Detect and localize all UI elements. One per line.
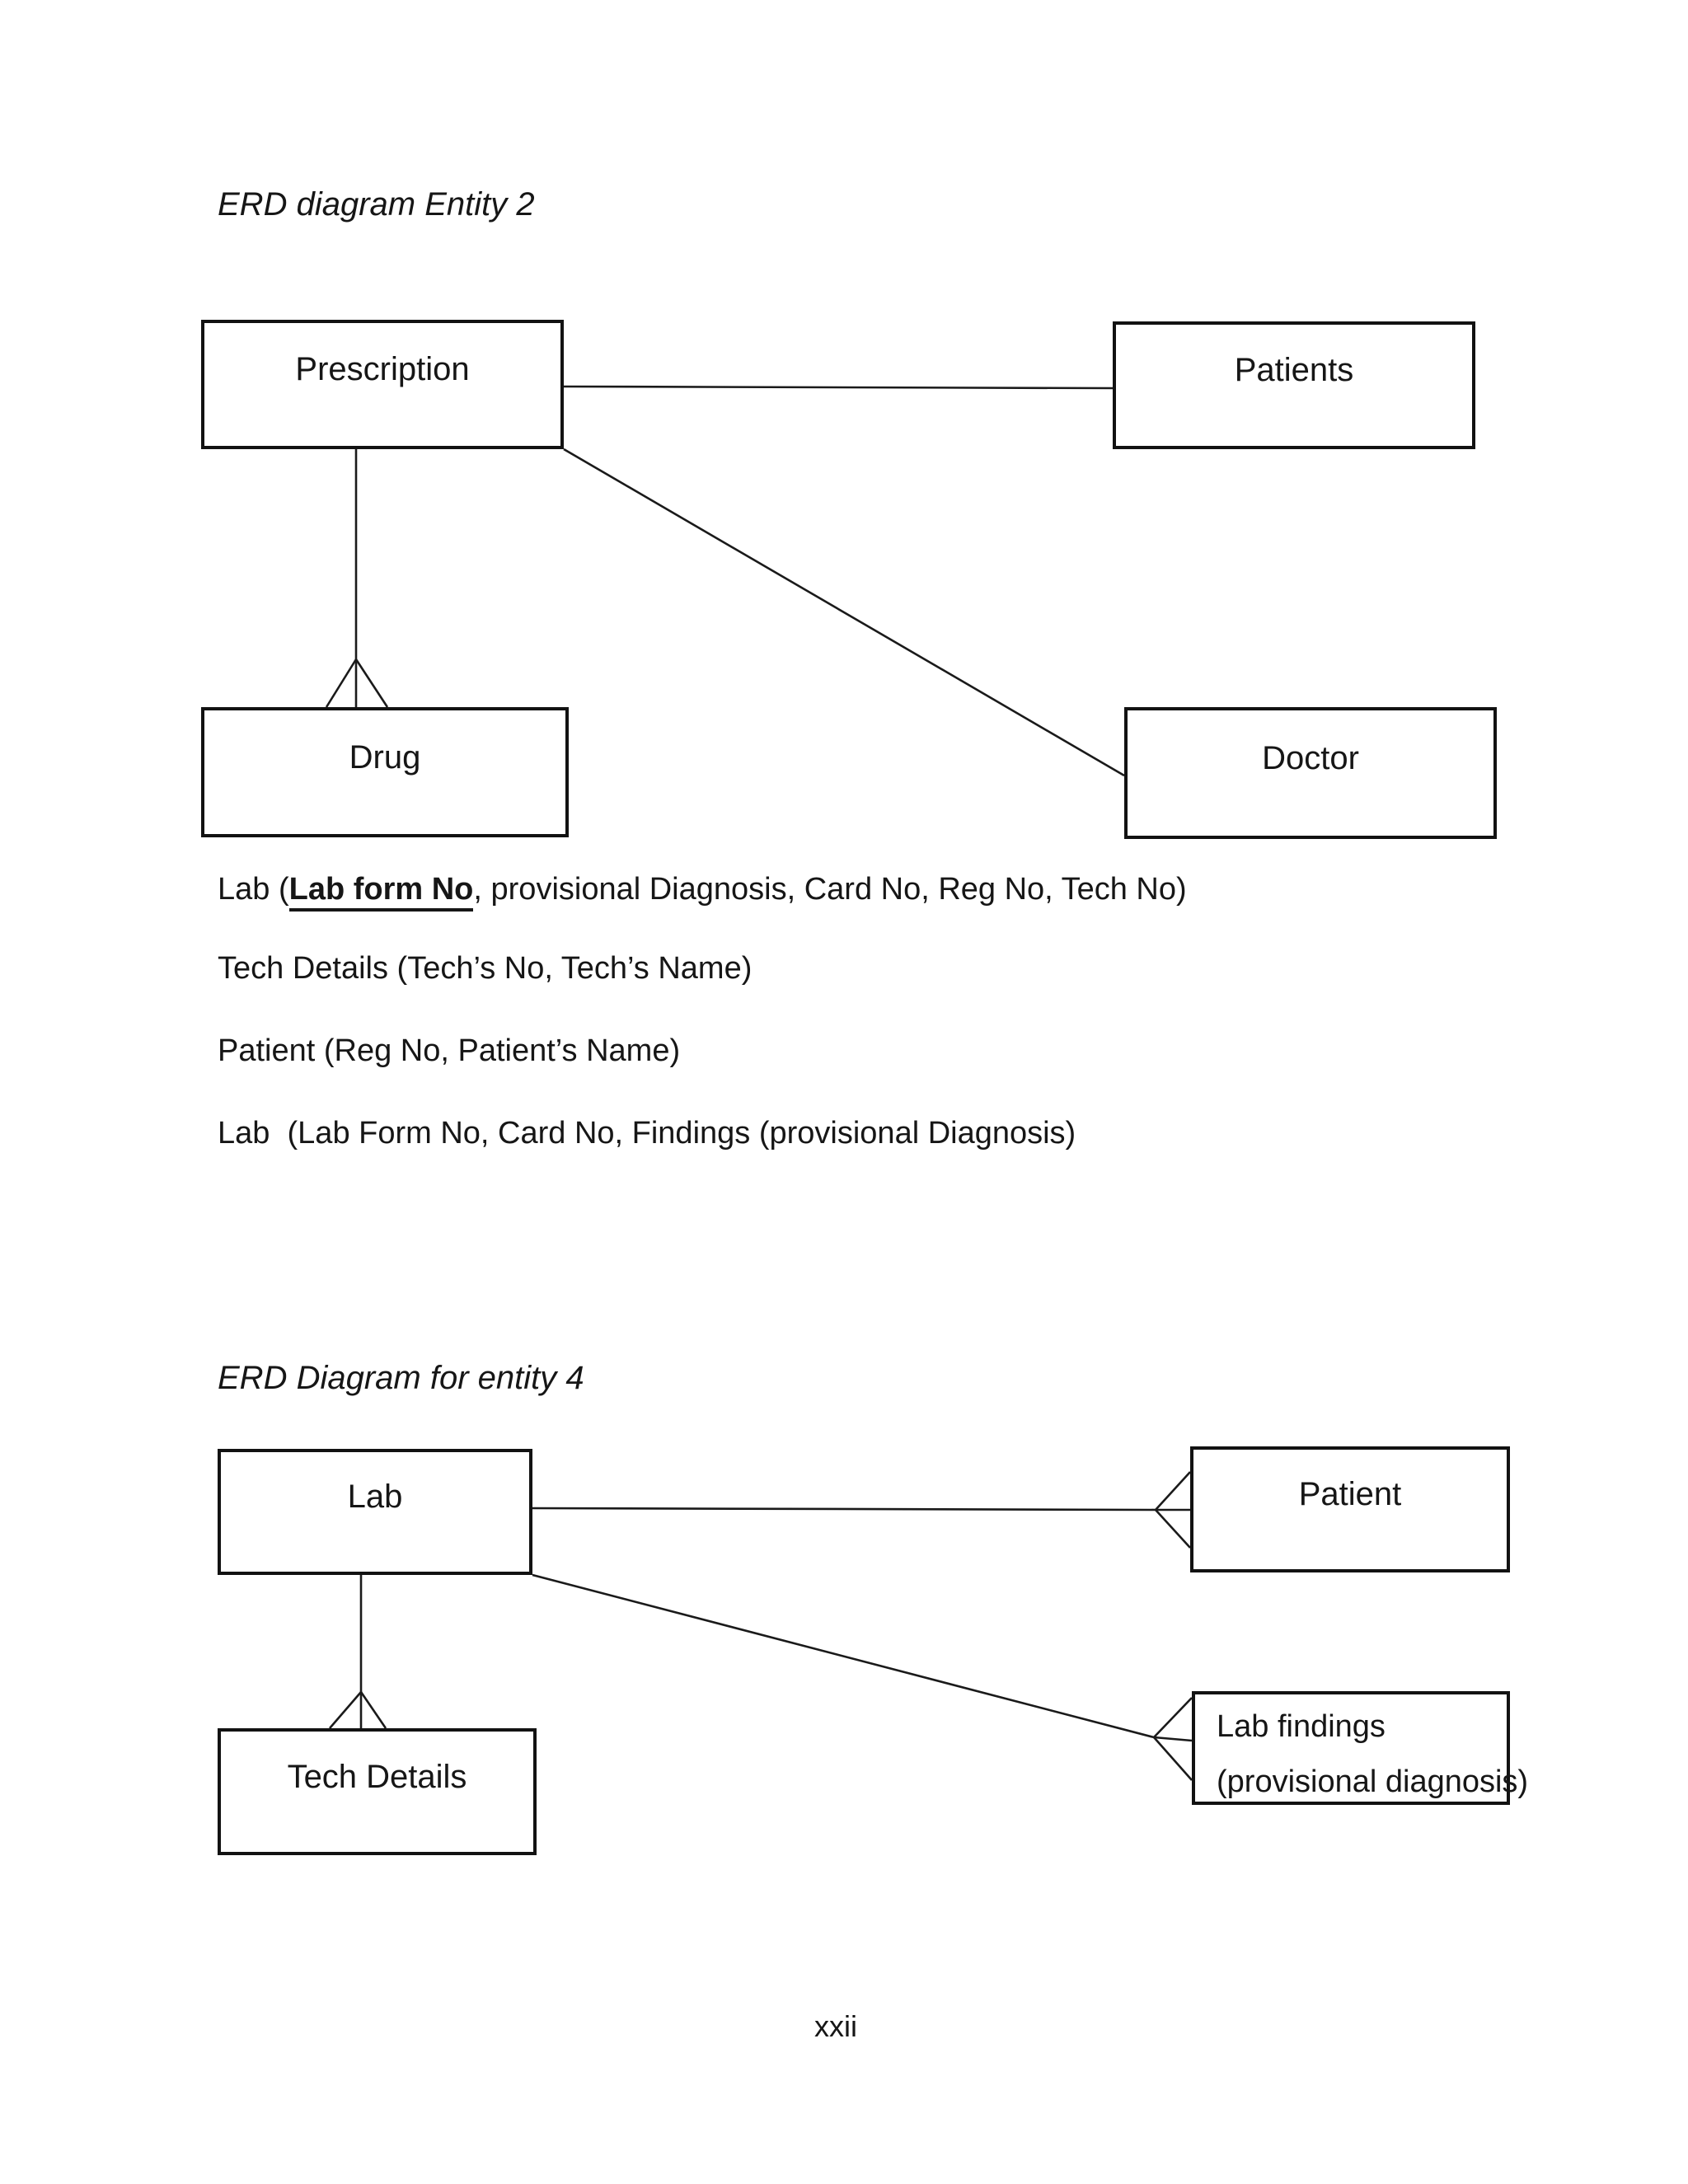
- crowfoot-labfindings-bottom-prong: [1153, 1736, 1193, 1781]
- crowfoot-techdetails-right-prong: [359, 1691, 387, 1729]
- crowfoot-labfindings-top-prong: [1153, 1697, 1193, 1738]
- entity-prescription-label: Prescription: [295, 351, 470, 387]
- entity-lab-findings: Lab findings (provisional diagnosis): [1192, 1691, 1529, 1805]
- schema-note-lab-prefix: Lab (: [218, 872, 289, 907]
- entity-tech-details-label: Tech Details: [287, 1758, 467, 1795]
- entity-lab: Lab: [218, 1449, 532, 1575]
- page-number: xxii: [814, 2009, 857, 2043]
- entity-lab-label: Lab: [347, 1479, 403, 1515]
- crowfoot-techdetails-left-prong: [329, 1691, 362, 1729]
- entity-doctor-label: Doctor: [1262, 739, 1359, 776]
- diagram1-title: ERD diagram Entity 2: [218, 186, 535, 223]
- connector-prescription-doctor: [563, 448, 1125, 777]
- crowfoot-drug-left-prong: [325, 658, 358, 708]
- crowfoot-patient-bottom-prong: [1155, 1509, 1191, 1549]
- entity-patients: Patients: [1113, 321, 1475, 449]
- entity-drug-label: Drug: [349, 738, 421, 776]
- diagram2-title: ERD Diagram for entity 4: [218, 1360, 584, 1396]
- crowfoot-labfindings-mid-prong: [1153, 1736, 1193, 1742]
- schema-note-lab-suffix: , provisional Diagnosis, Card No, Reg No…: [473, 872, 1187, 907]
- schema-note-tech-details: Tech Details (Tech’s No, Tech’s Name): [218, 951, 753, 986]
- crowfoot-patient-top-prong: [1155, 1471, 1191, 1511]
- schema-note-lab-primary-key: Lab form No: [288, 872, 474, 912]
- entity-prescription: Prescription: [201, 320, 564, 449]
- entity-patient-label: Patient: [1298, 1476, 1402, 1512]
- connector-lab-patient: [532, 1507, 1156, 1511]
- connector-prescription-patients: [563, 385, 1114, 390]
- connector-lab-labfindings: [532, 1573, 1155, 1739]
- entity-patient: Patient: [1190, 1446, 1510, 1572]
- entity-drug: Drug: [201, 707, 569, 837]
- schema-note-patient: Patient (Reg No, Patient’s Name): [218, 1033, 681, 1068]
- schema-note-lab2: Lab (Lab Form No, Card No, Findings (pro…: [218, 1116, 1076, 1151]
- entity-lab-findings-label-line2: (provisional diagnosis): [1217, 1765, 1529, 1799]
- schema-note-lab: Lab (Lab form No, provisional Diagnosis,…: [218, 870, 1187, 912]
- entity-doctor: Doctor: [1124, 707, 1497, 839]
- crowfoot-drug-right-prong: [354, 658, 389, 708]
- entity-lab-findings-label-line1: Lab findings: [1217, 1709, 1386, 1744]
- entity-tech-details: Tech Details: [218, 1728, 537, 1855]
- entity-patients-label: Patients: [1234, 352, 1354, 388]
